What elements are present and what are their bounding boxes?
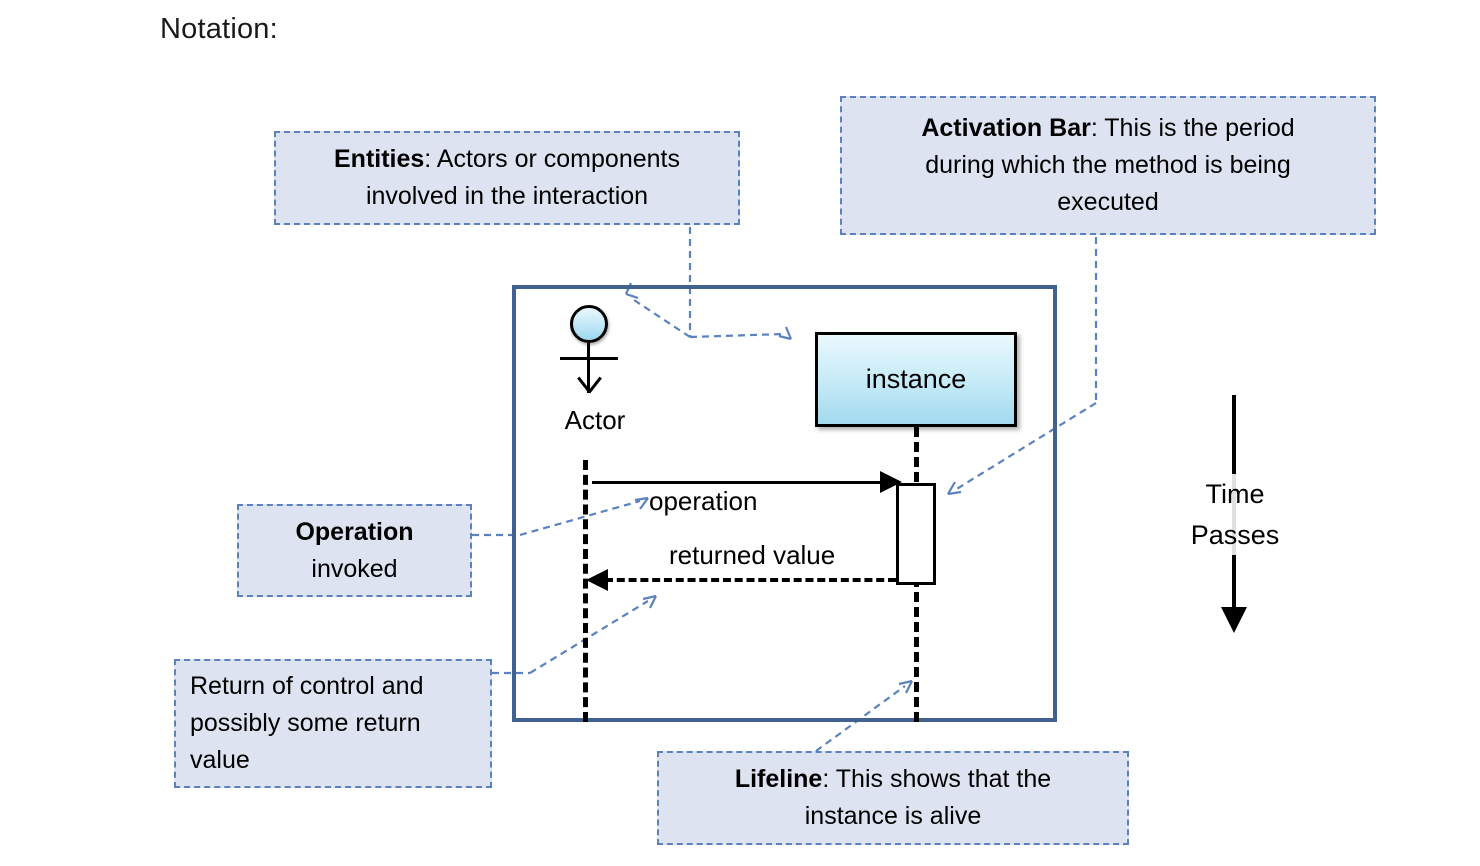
actor-lifeline <box>583 460 588 722</box>
lifeline-callout-rest: : This shows that the <box>822 765 1052 793</box>
page-title: Notation: <box>160 13 278 45</box>
operation-message-arrowhead <box>880 471 902 493</box>
return-message-arrowhead <box>586 569 608 591</box>
activation-callout-line-1: Activation Bar: This is the period <box>921 110 1294 147</box>
entities-callout: Entities: Actors or components involved … <box>274 131 740 225</box>
return-callout-line-2: possibly some return <box>190 709 421 737</box>
instance-box: instance <box>815 332 1017 427</box>
entities-callout-line-1: Entities: Actors or components <box>334 141 680 178</box>
entities-callout-line-2: involved in the interaction <box>365 182 649 210</box>
entities-callout-lead: Entities <box>334 145 425 173</box>
operation-callout-line-1: Operation <box>295 514 413 551</box>
time-axis-label: Time Passes <box>1155 474 1315 555</box>
actor-head-icon <box>570 305 608 343</box>
actor-body-icon <box>587 343 590 393</box>
sequence-diagram-frame <box>512 285 1057 722</box>
lifeline-callout-lead: Lifeline <box>734 765 823 793</box>
activation-bar <box>896 483 936 585</box>
operation-message-line <box>592 481 882 484</box>
operation-callout-line-2: invoked <box>311 554 398 583</box>
time-axis-label-line-1: Time <box>1205 479 1265 509</box>
time-axis-arrowhead-icon <box>1221 607 1247 633</box>
activation-callout-line-2: during which the method is being <box>925 151 1291 179</box>
lifeline-callout-line-2: instance is alive <box>804 802 982 830</box>
operation-callout: Operation invoked <box>237 504 472 597</box>
lifeline-callout-line-1: Lifeline: This shows that the <box>735 761 1051 798</box>
time-axis-label-line-2: Passes <box>1190 519 1280 550</box>
operation-message-label: operation <box>649 486 758 516</box>
activation-callout-line-3: executed <box>1057 188 1159 216</box>
return-message-label: returned value <box>669 540 836 570</box>
return-of-control-callout: Return of control and possibly some retu… <box>174 659 492 788</box>
activation-callout-rest: : This is the period <box>1090 114 1295 142</box>
return-message-line <box>605 578 896 582</box>
activation-bar-callout: Activation Bar: This is the period durin… <box>840 96 1376 235</box>
return-callout-line-1: Return of control and <box>190 672 424 700</box>
instance-label: instance <box>865 364 967 394</box>
return-callout-line-3: value <box>190 746 250 774</box>
actor-label: Actor <box>564 405 626 435</box>
lifeline-callout: Lifeline: This shows that the instance i… <box>657 751 1129 845</box>
operation-callout-lead: Operation <box>295 517 414 546</box>
entities-callout-rest: : Actors or components <box>424 145 680 173</box>
activation-callout-lead: Activation Bar <box>921 114 1091 142</box>
actor-figure: Actor <box>553 305 663 440</box>
